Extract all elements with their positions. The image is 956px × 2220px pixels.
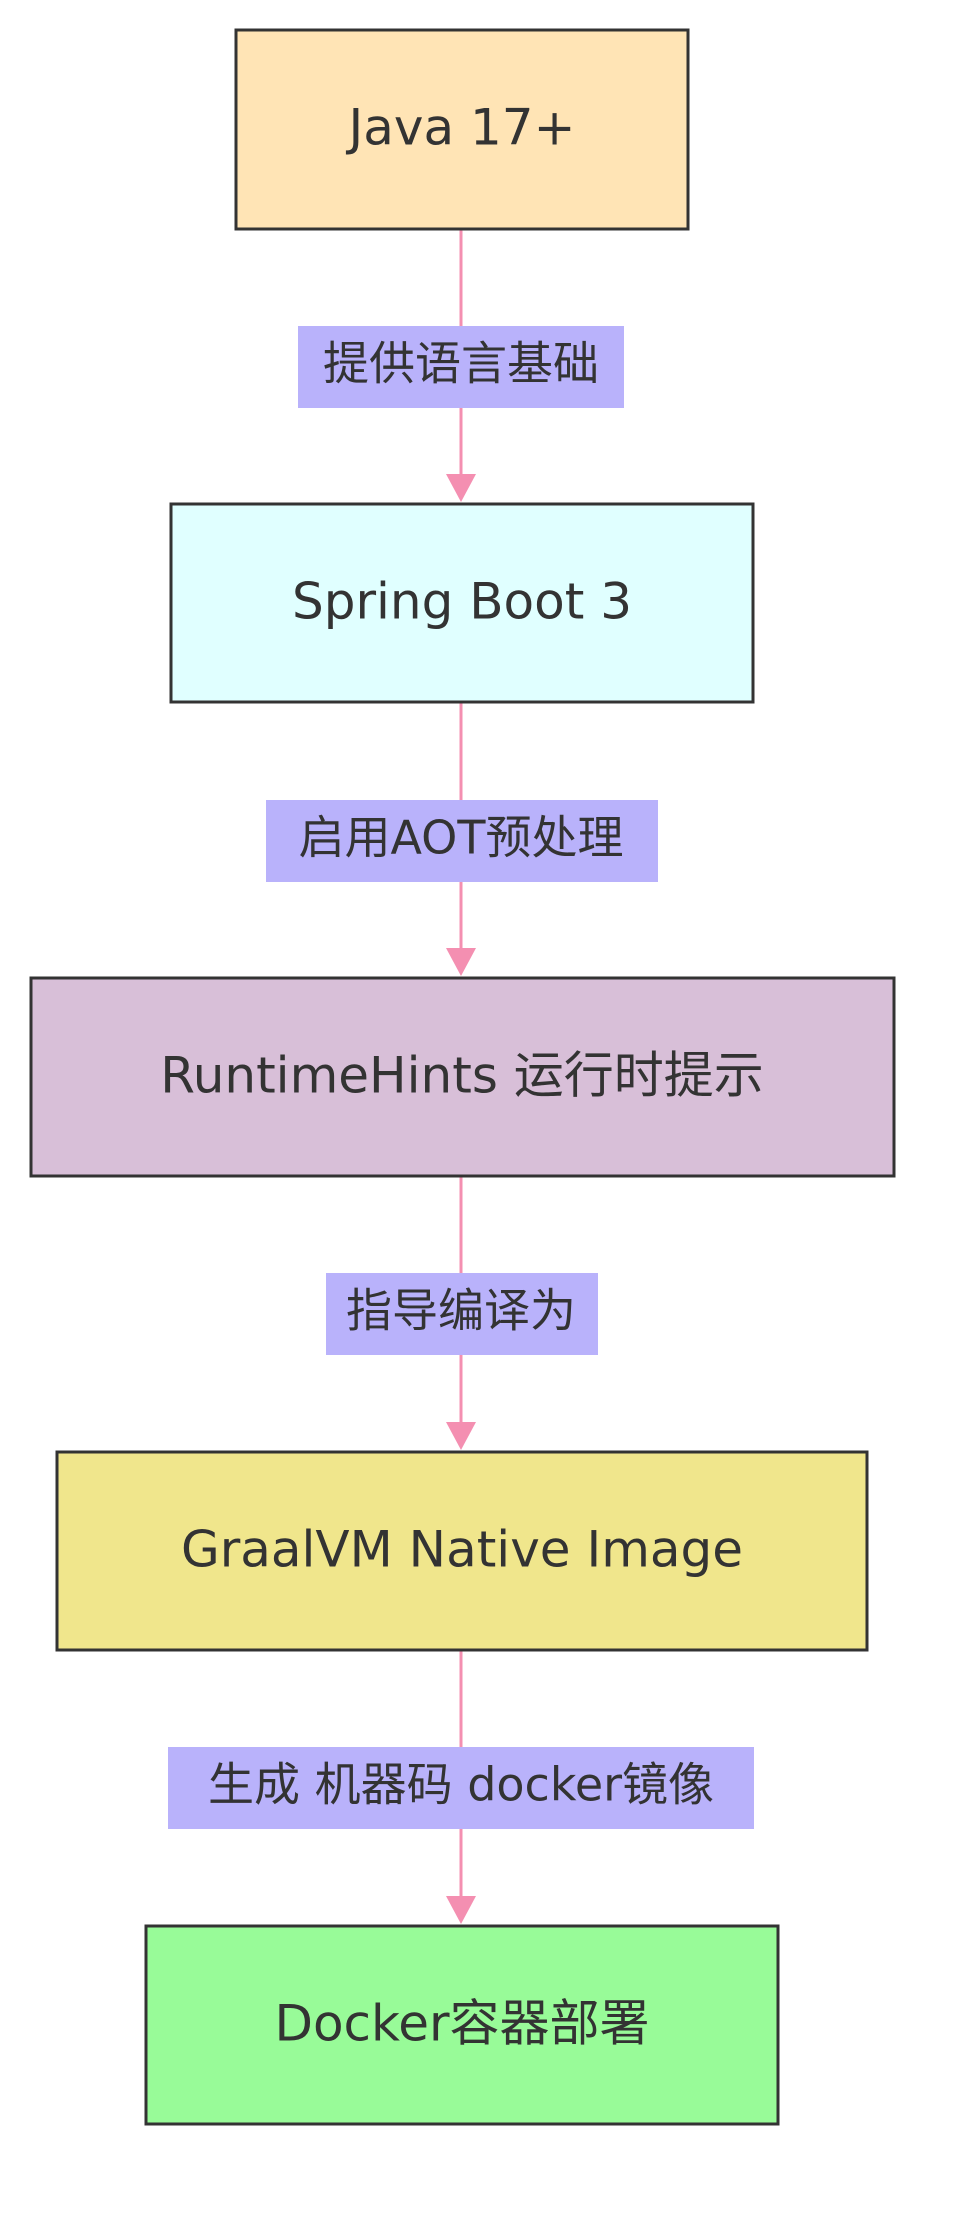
node-label: Java 17+ [345, 99, 575, 157]
node-spring-boot: Spring Boot 3 [169, 502, 755, 704]
edge-graalvm-to-docker: 生成 机器码 docker镜像 [168, 1650, 754, 1924]
node-box [144, 1924, 780, 2126]
edge-label: 生成 机器码 docker镜像 [208, 1758, 714, 1812]
node-label: RuntimeHints 运行时提示 [160, 1047, 764, 1105]
node-box [55, 1450, 869, 1652]
arrow-head-icon [446, 1422, 476, 1450]
node-box [169, 502, 755, 704]
node-box [234, 28, 690, 231]
edge-label-background [298, 326, 624, 408]
node-label: Spring Boot 3 [292, 573, 632, 631]
node-box [29, 976, 896, 1178]
arrow-head-icon [446, 474, 476, 502]
edge-label-background [266, 800, 658, 882]
node-runtimehints: RuntimeHints 运行时提示 [29, 976, 896, 1178]
edge-label: 启用AOT预处理 [299, 811, 624, 865]
edge-java-to-spring: 提供语言基础 [298, 230, 624, 502]
node-docker: Docker容器部署 [144, 1924, 780, 2126]
node-java: Java 17+ [234, 28, 690, 231]
edge-spring-to-runtimehints: 启用AOT预处理 [266, 702, 658, 976]
arrow-head-icon [446, 1896, 476, 1924]
node-label: Docker容器部署 [274, 1995, 649, 2053]
edge-label-background [326, 1273, 598, 1355]
edge-label: 提供语言基础 [323, 337, 599, 391]
node-label: GraalVM Native Image [181, 1521, 743, 1579]
edge-label: 指导编译为 [346, 1284, 576, 1338]
node-graalvm: GraalVM Native Image [55, 1450, 869, 1652]
edge-runtimehints-to-graalvm: 指导编译为 [326, 1176, 598, 1450]
arrow-head-icon [446, 948, 476, 976]
edge-label-background [168, 1747, 754, 1829]
